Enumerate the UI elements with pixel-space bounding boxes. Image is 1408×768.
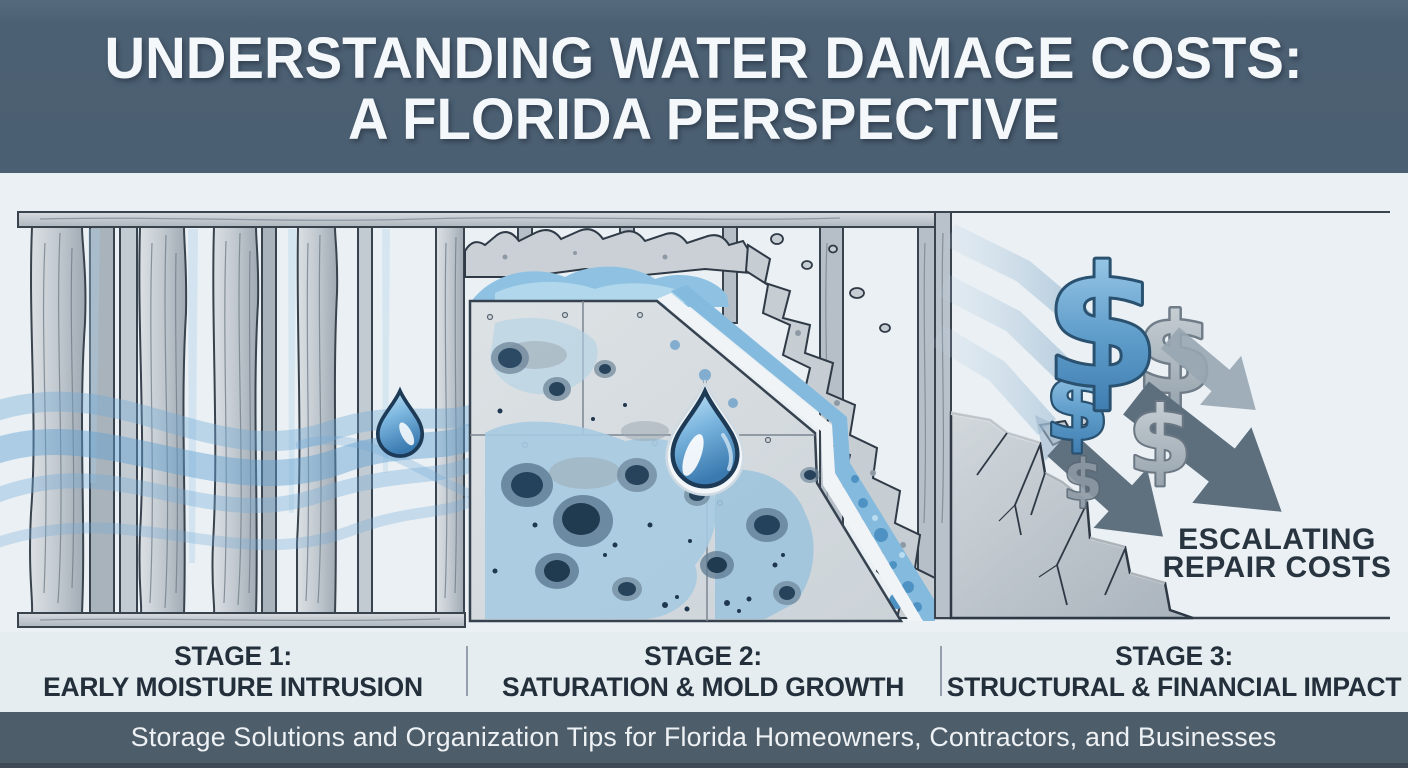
dollar-sign-icon: $ <box>1045 232 1160 424</box>
water-droplet-icon <box>375 389 425 458</box>
stage3-label-line1: STAGE 3: <box>1115 641 1233 671</box>
stage1-label-line1: STAGE 1: <box>174 641 292 671</box>
stage1-label: STAGE 1: EARLY MOISTURE INTRUSION <box>5 632 462 712</box>
stage2-illustration <box>464 228 936 623</box>
escalating-costs-label-line1: ESCALATING <box>1178 523 1376 556</box>
stage1-label-line2: EARLY MOISTURE INTRUSION <box>43 672 423 702</box>
debris-rubble-top <box>464 228 753 278</box>
stage3-label: STAGE 3: STRUCTURAL & FINANCIAL IMPACT <box>945 632 1404 712</box>
moisture-streams <box>0 229 483 563</box>
stage2-label-line2: SATURATION & MOLD GROWTH <box>501 672 905 702</box>
footer-text: Storage Solutions and Organization Tips … <box>131 722 1277 752</box>
stage-labels-row: STAGE 1: EARLY MOISTURE INTRUSION STAGE … <box>0 632 1408 712</box>
cracked-wall <box>949 411 1194 620</box>
wall-frame-beams <box>17 211 941 628</box>
stage3-illustration: $ $ $ $ $ ESCALATING REPAIR COSTS <box>930 211 1392 620</box>
stage1-illustration <box>0 226 483 614</box>
stage3-label-line2: STRUCTURAL & FINANCIAL IMPACT <box>946 672 1402 702</box>
footer-banner: Storage Solutions and Organization Tips … <box>0 712 1408 768</box>
mold-spots <box>491 340 820 613</box>
illustration-canvas: $ $ $ $ $ ESCALATING REPAIR COSTS <box>0 173 1408 632</box>
water-stains-and-mold <box>485 317 820 619</box>
faded-trend-arrows <box>930 224 1095 461</box>
page-title-line-1: UNDERSTANDING WATER DAMAGE COSTS: <box>104 25 1304 91</box>
header-banner: UNDERSTANDING WATER DAMAGE COSTS: A FLOR… <box>0 0 1408 173</box>
dollar-sign-icon: $ <box>1045 354 1109 461</box>
label-divider <box>940 646 942 696</box>
dollar-sign-icon: $ <box>1064 448 1103 513</box>
wall-studs <box>29 226 465 614</box>
three-stage-illustration: $ $ $ $ $ ESCALATING REPAIR COSTS <box>0 211 1392 628</box>
label-divider <box>466 646 468 696</box>
stage2-label: STAGE 2: SATURATION & MOLD GROWTH <box>471 632 936 712</box>
water-droplet-icon <box>665 380 745 497</box>
stage2-label-line1: STAGE 2: <box>644 641 762 671</box>
page-title-line-2: A FLORIDA PERSPECTIVE <box>348 86 1060 152</box>
torn-edge-white <box>657 293 923 621</box>
dollar-sign-icon: $ <box>1128 387 1192 494</box>
escalating-costs-label-line2: REPAIR COSTS <box>1163 551 1392 584</box>
